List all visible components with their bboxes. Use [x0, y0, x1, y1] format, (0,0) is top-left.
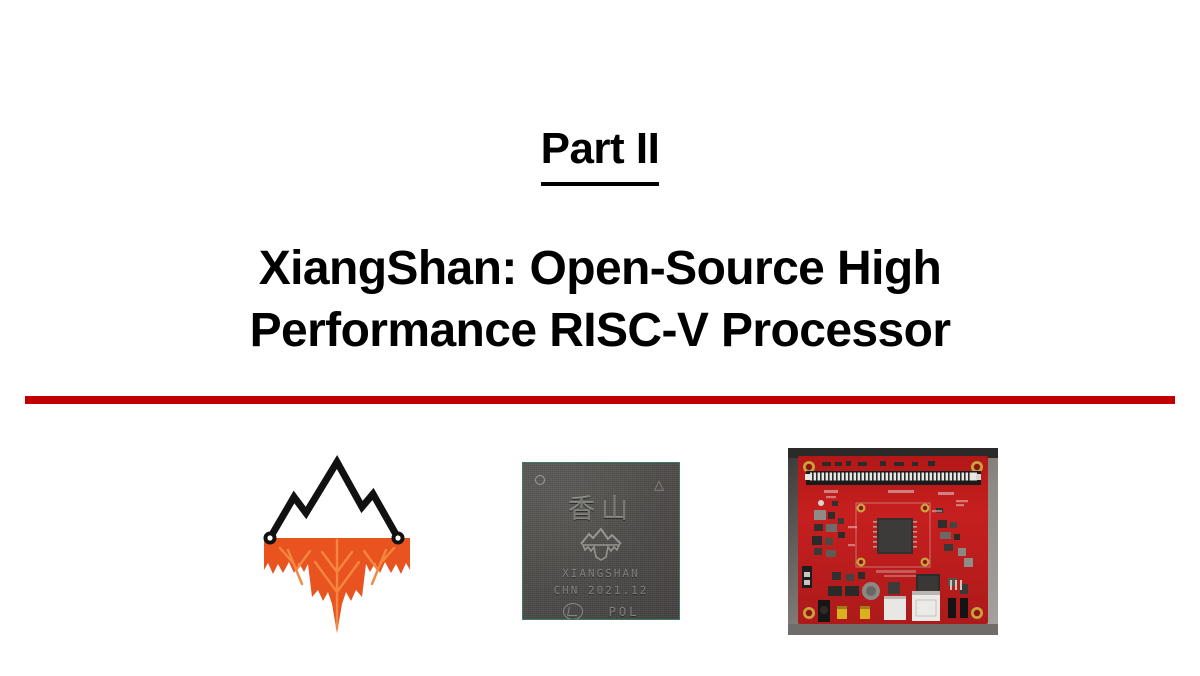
- chip-photo: △ 香山 XIANGSHAN CHN 2021.12 POL: [522, 462, 680, 620]
- page-title-line-1: XiangShan: Open-Source High: [258, 242, 942, 295]
- chip-marking-line-2: CHN 2021.12: [553, 584, 649, 597]
- chip-marking-line-1: XIANGSHAN: [562, 567, 640, 580]
- part-heading: Part II: [0, 124, 1200, 186]
- chip-marking-line-3: POL: [608, 604, 640, 619]
- development-board-photo: [788, 448, 998, 635]
- page-title-line-2: Performance RISC-V Processor: [249, 304, 951, 358]
- part-heading-label: Part II: [540, 124, 660, 186]
- accent-divider: [25, 396, 1175, 404]
- chip-marking-chinese: 香山: [568, 494, 634, 525]
- chip-surface-texture: [523, 463, 679, 619]
- chip-marking-bottom-row: POL: [523, 603, 679, 619]
- page-title: XiangShan: Open-Source High Performance …: [160, 238, 1040, 363]
- chip-seal-icon: [562, 603, 583, 619]
- xiangshan-logo-icon: [258, 452, 416, 636]
- chip-corner-mark: △: [654, 477, 664, 492]
- chip-pin1-marker: [535, 475, 545, 485]
- chip-engraved-logo-icon: [578, 527, 624, 561]
